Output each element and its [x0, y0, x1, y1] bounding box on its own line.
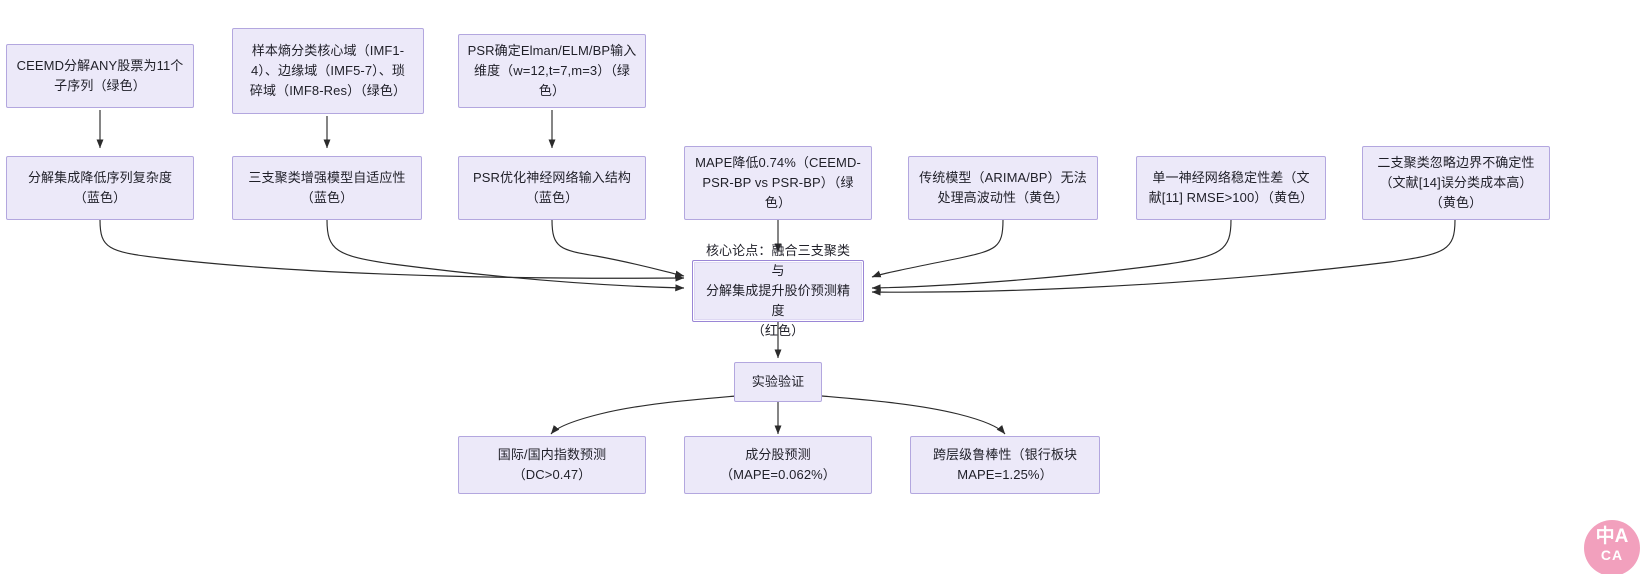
node-label: 核心论点：融合三支聚类与 分解集成提升股价预测精度 （红色） [705, 243, 851, 338]
watermark-badge: 中A CA [1584, 520, 1640, 574]
node-label: PSR优化神经网络输入结构 （蓝色） [472, 170, 632, 205]
node-label: 单一神经网络稳定性差（文 献[11] RMSE>100）（黄色） [1148, 170, 1314, 205]
node-two-way-clustering-boundary[interactable]: 二支聚类忽略边界不确定性 （文献[14]误分类成本高） （黄色） [1362, 146, 1550, 220]
node-label: 样本熵分类核心域（IMF1- 4）、边缘域（IMF5-7）、琐 碎域（IMF8-… [249, 43, 407, 98]
edge-n10-core [871, 219, 1456, 296]
node-psr-optimize-nn-input[interactable]: PSR优化神经网络输入结构 （蓝色） [458, 156, 646, 220]
node-label: 二支聚类忽略边界不确定性 （文献[14]误分类成本高） （黄色） [1377, 155, 1535, 210]
node-label: 成分股预测 （MAPE=0.062%） [720, 447, 836, 482]
watermark-line-2: CA [1600, 547, 1624, 563]
edge-n4-core [99, 219, 685, 282]
node-three-way-clustering-adaptivity[interactable]: 三支聚类增强模型自适应性 （蓝色） [232, 156, 422, 220]
node-constituent-stock-forecast-result[interactable]: 成分股预测 （MAPE=0.062%） [684, 436, 872, 494]
node-label: CEEMD分解ANY股票为11个 子序列（绿色） [16, 58, 184, 93]
node-traditional-model-limitation[interactable]: 传统模型（ARIMA/BP）无法 处理高波动性（黄色） [908, 156, 1098, 220]
node-mape-reduction-evidence[interactable]: MAPE降低0.74%（CEEMD- PSR-BP vs PSR-BP）（绿 色… [684, 146, 872, 220]
node-label: 跨层级鲁棒性（银行板块 MAPE=1.25%） [932, 447, 1078, 482]
edge-n5-core [326, 219, 685, 292]
node-core-thesis[interactable]: 核心论点：融合三支聚类与 分解集成提升股价预测精度 （红色） [692, 243, 864, 338]
node-cross-level-robustness-result[interactable]: 跨层级鲁棒性（银行板块 MAPE=1.25%） [910, 436, 1100, 494]
edge-exp-r1 [550, 395, 737, 435]
node-experimental-validation[interactable]: 实验验证 [734, 362, 822, 402]
node-label: 分解集成降低序列复杂度 （蓝色） [27, 170, 173, 205]
watermark-text: 中A CA [1596, 527, 1629, 565]
watermark-line-1: 中A [1595, 526, 1629, 547]
node-sample-entropy-classify[interactable]: 样本熵分类核心域（IMF1- 4）、边缘域（IMF5-7）、琐 碎域（IMF8-… [232, 28, 424, 114]
node-ceemd-decompose[interactable]: CEEMD分解ANY股票为11个 子序列（绿色） [6, 44, 194, 108]
node-label: 三支聚类增强模型自适应性 （蓝色） [248, 170, 406, 205]
node-label: 传统模型（ARIMA/BP）无法 处理高波动性（黄色） [919, 170, 1087, 205]
edge-n6-core [551, 219, 685, 278]
node-label: 国际/国内指数预测 （DC>0.47） [497, 447, 607, 482]
edge-n9-core [871, 219, 1232, 292]
node-label: 实验验证 [751, 374, 805, 389]
node-label: PSR确定Elman/ELM/BP输入 维度（w=12,t=7,m=3）（绿 色… [467, 43, 637, 98]
node-decompose-reduce-complexity[interactable]: 分解集成降低序列复杂度 （蓝色） [6, 156, 194, 220]
node-psr-input-dimension[interactable]: PSR确定Elman/ELM/BP输入 维度（w=12,t=7,m=3）（绿 色… [458, 34, 646, 108]
edge-exp-r3 [821, 395, 1006, 435]
node-label: MAPE降低0.74%（CEEMD- PSR-BP vs PSR-BP）（绿 色… [695, 155, 861, 210]
edge-n8-core [871, 219, 1004, 278]
node-single-nn-instability[interactable]: 单一神经网络稳定性差（文 献[11] RMSE>100）（黄色） [1136, 156, 1326, 220]
node-index-forecast-result[interactable]: 国际/国内指数预测 （DC>0.47） [458, 436, 646, 494]
